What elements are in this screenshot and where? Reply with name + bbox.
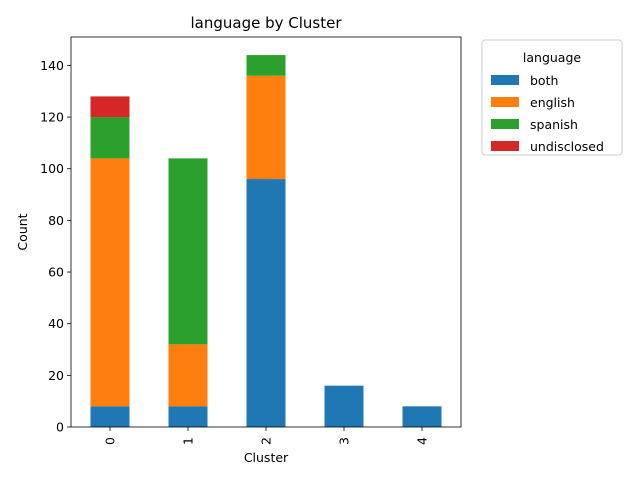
bar-english-cluster-2 — [246, 75, 286, 180]
x-axis-title: Cluster — [244, 450, 289, 465]
y-tick-label-140: 140 — [40, 58, 64, 73]
x-tick-label-2: 2 — [259, 437, 274, 445]
y-tick-label-20: 20 — [48, 368, 64, 383]
y-tick-label-0: 0 — [56, 420, 64, 435]
legend-title: language — [523, 50, 582, 65]
y-tick-label-120: 120 — [40, 110, 64, 125]
y-tick-label-80: 80 — [48, 213, 64, 228]
legend-swatch-spanish — [491, 119, 519, 129]
bar-both-cluster-0 — [90, 406, 130, 427]
legend-swatch-english — [491, 97, 519, 107]
bar-undisclosed-cluster-0 — [90, 96, 130, 118]
chart-title: language by Cluster — [190, 14, 342, 32]
bar-english-cluster-1 — [168, 344, 208, 407]
legend-swatch-undisclosed — [491, 141, 519, 151]
y-axis: 0 20 40 60 80 100 120 140 — [40, 58, 71, 435]
bar-both-cluster-2 — [246, 179, 286, 427]
bar-spanish-cluster-2 — [246, 55, 286, 76]
legend-label-undisclosed: undisclosed — [530, 139, 604, 154]
y-tick-label-60: 60 — [48, 265, 64, 280]
legend-swatch-both — [491, 75, 519, 85]
bar-spanish-cluster-1 — [168, 158, 208, 345]
bar-english-cluster-0 — [90, 158, 130, 407]
x-tick-label-3: 3 — [337, 437, 352, 445]
y-axis-title: Count — [15, 213, 30, 250]
bar-both-cluster-1 — [168, 406, 208, 427]
legend-label-spanish: spanish — [530, 117, 578, 132]
legend-label-both: both — [530, 73, 558, 88]
plot-frame — [70, 36, 462, 428]
x-tick-label-0: 0 — [103, 437, 118, 445]
y-tick-label-40: 40 — [48, 316, 64, 331]
x-tick-label-1: 1 — [181, 437, 196, 445]
bar-spanish-cluster-0 — [90, 117, 130, 159]
bars-group — [90, 55, 442, 427]
bar-both-cluster-3 — [324, 385, 364, 427]
x-axis: 0 1 2 3 4 — [103, 427, 430, 445]
x-tick-label-4: 4 — [415, 437, 430, 445]
legend: language both english spanish undisclosed — [481, 39, 623, 156]
bar-both-cluster-4 — [402, 406, 442, 427]
legend-label-english: english — [530, 95, 575, 110]
y-tick-label-100: 100 — [40, 161, 64, 176]
